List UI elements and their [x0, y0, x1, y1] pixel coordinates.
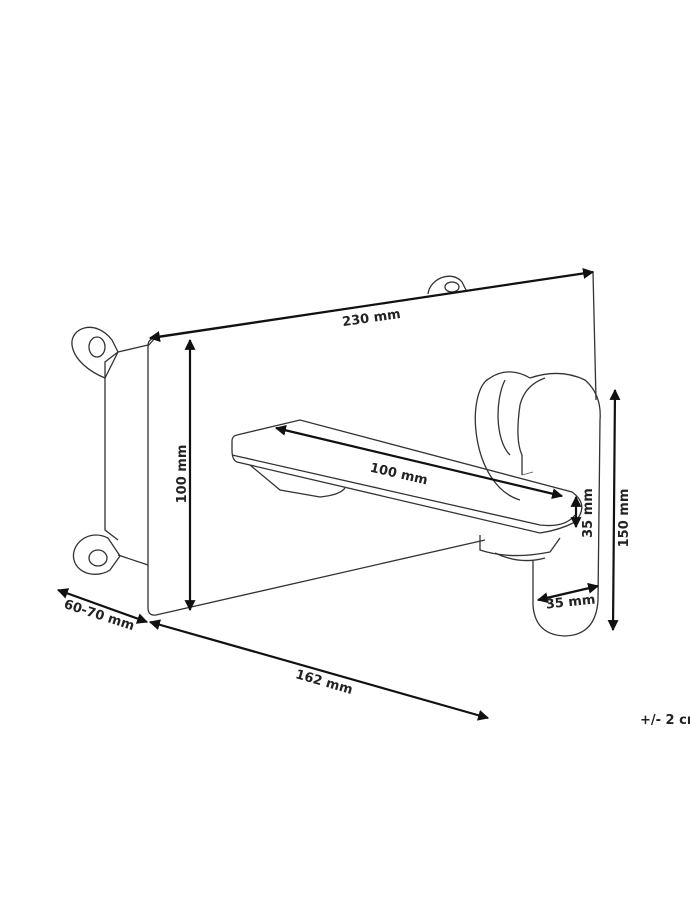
label-100-spout: 100 mm: [368, 461, 429, 489]
label-230: 230 mm: [341, 307, 401, 330]
dim-line-35-width: [536, 582, 600, 604]
tolerance-note: +/- 2 cm: [640, 713, 690, 728]
dim-line-230: [148, 268, 595, 342]
label-35-height: 35 mm: [581, 488, 596, 538]
spout: [231, 419, 583, 562]
label-60-70: 60-70 mm: [62, 597, 136, 634]
label-35-width: 35 mm: [545, 592, 596, 612]
dim-line-162: [148, 619, 490, 721]
dim-line-150: [607, 388, 621, 632]
dim-line-100-spout: [274, 424, 564, 500]
dim-line-60-70: [56, 588, 149, 624]
label-100-height: 100 mm: [175, 445, 190, 504]
label-150: 150 mm: [617, 489, 632, 548]
